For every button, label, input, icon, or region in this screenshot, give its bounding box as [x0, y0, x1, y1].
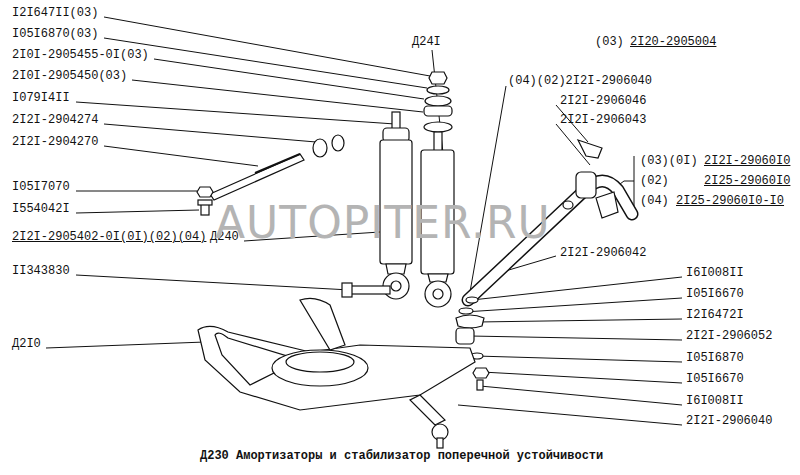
part-number: 2I2I-29060I0: [704, 154, 790, 168]
variant-code: (02): [640, 174, 669, 188]
part-number: 2I2I-2906043: [560, 113, 646, 127]
part-number: I05I6670: [686, 372, 744, 386]
part-number: I05I6870(03): [12, 27, 98, 41]
part-number: 2I2I-2904270: [12, 135, 98, 149]
variant-code: (04): [640, 194, 669, 208]
part-number: 2I20-2905004: [630, 35, 716, 49]
part-number: I2I6472I: [686, 308, 744, 322]
part-number: I05I6870: [686, 351, 744, 365]
part-number: 2I2I-2904274: [12, 113, 98, 127]
figure-caption: Д230 Амортизаторы и стабилизатор попереч…: [200, 449, 603, 463]
part-number: I6I008II: [686, 266, 744, 280]
part-number: I2I647II(03): [12, 6, 98, 20]
figure-ref: Д2I0: [12, 337, 41, 351]
part-number: I6I008II: [686, 394, 744, 408]
part-number: 2I2I-2905402-0I(0I)(02)(04): [12, 230, 206, 244]
watermark: AUTOPITER.RU: [215, 198, 551, 248]
part-number: II343830: [12, 264, 70, 278]
part-number: 2I2I-2906042: [560, 246, 646, 260]
part-number: 2I2I-2906052: [686, 329, 772, 343]
figure-ref: Д24I: [412, 35, 441, 49]
part-number: 2I0I-2905450(03): [12, 69, 127, 83]
part-number: I05I7070: [12, 180, 70, 194]
part-number: I079I4II: [12, 91, 70, 105]
part-number: 2I2I-2906046: [560, 94, 646, 108]
variant-code: (03)(0I): [640, 154, 698, 168]
part-number: I554042I: [12, 202, 70, 216]
part-number: I05I6670: [686, 287, 744, 301]
part-number: 2I25-29060I0-I0: [676, 194, 784, 208]
variant-code: (03): [595, 35, 624, 49]
part-number: 2I2I-2906040: [686, 414, 772, 428]
part-number: 2I25-29060I0: [704, 174, 790, 188]
part-number: 2I0I-2905455-0I(03): [12, 48, 149, 62]
part-number: (04)(02)2I2I-2906040: [508, 74, 652, 88]
